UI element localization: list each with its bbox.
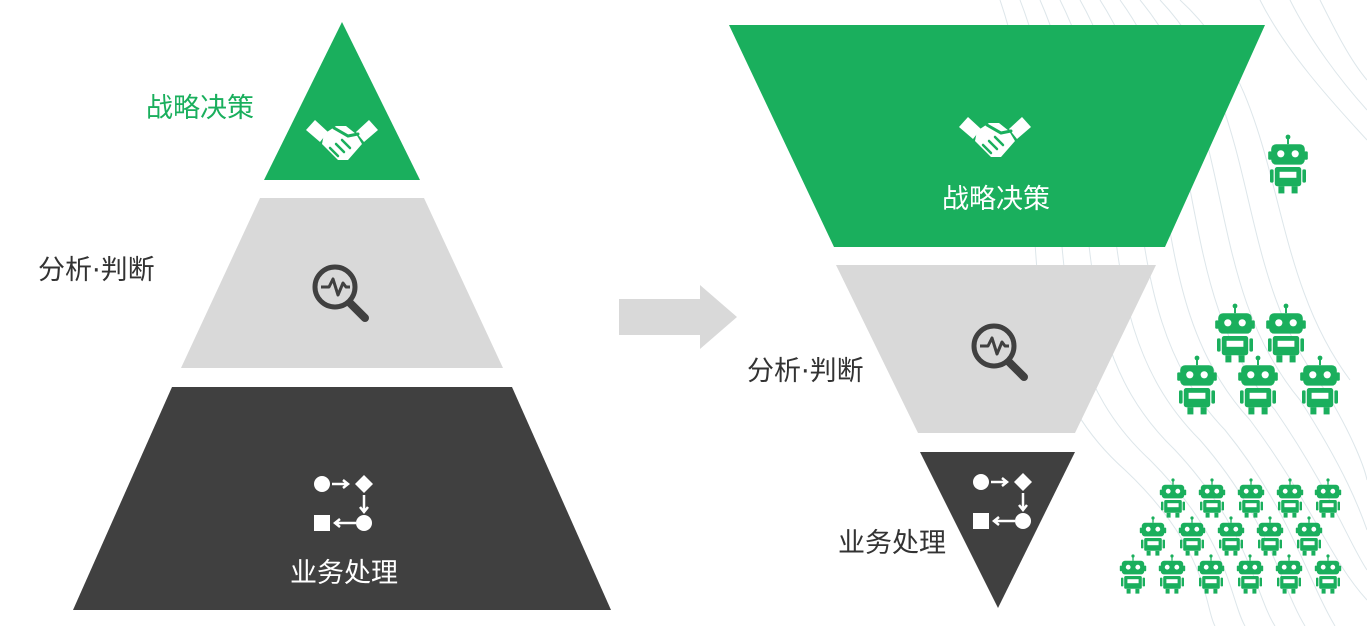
robot-icon <box>1158 554 1186 594</box>
pyramid-level-2-label: 分析·判断 <box>38 255 155 286</box>
robot-icon <box>1266 303 1306 363</box>
pyramid-top-tier <box>264 22 420 180</box>
funnel-level-1-label: 战略决策 <box>942 184 1050 215</box>
robot-icon <box>1178 516 1206 556</box>
pyramid <box>73 22 611 610</box>
arrow-right-icon <box>619 285 737 349</box>
robot-icon <box>1217 516 1245 556</box>
robot-icon <box>1275 554 1303 594</box>
robot-icon <box>1314 478 1342 518</box>
pyramid-bottom-tier <box>73 387 611 610</box>
pyramid-level-3-label: 业务处理 <box>290 558 398 589</box>
funnel-level-3-label: 业务处理 <box>838 528 946 559</box>
funnel <box>729 25 1265 608</box>
pyramid-level-1-label: 战略决策 <box>146 93 254 124</box>
robot-icon <box>1268 134 1308 194</box>
robot-icon <box>1119 554 1147 594</box>
robot-icon <box>1276 478 1304 518</box>
robots-top <box>1268 134 1308 194</box>
robots-bottom <box>1119 478 1342 594</box>
funnel-bottom-tier <box>920 452 1075 608</box>
robot-icon <box>1215 303 1255 363</box>
robot-icon <box>1295 516 1323 556</box>
robot-icon <box>1236 554 1264 594</box>
robot-icon <box>1256 516 1284 556</box>
robot-icon <box>1139 516 1167 556</box>
robot-icon <box>1198 478 1226 518</box>
robot-icon <box>1237 478 1265 518</box>
funnel-level-2-label: 分析·判断 <box>747 356 864 387</box>
